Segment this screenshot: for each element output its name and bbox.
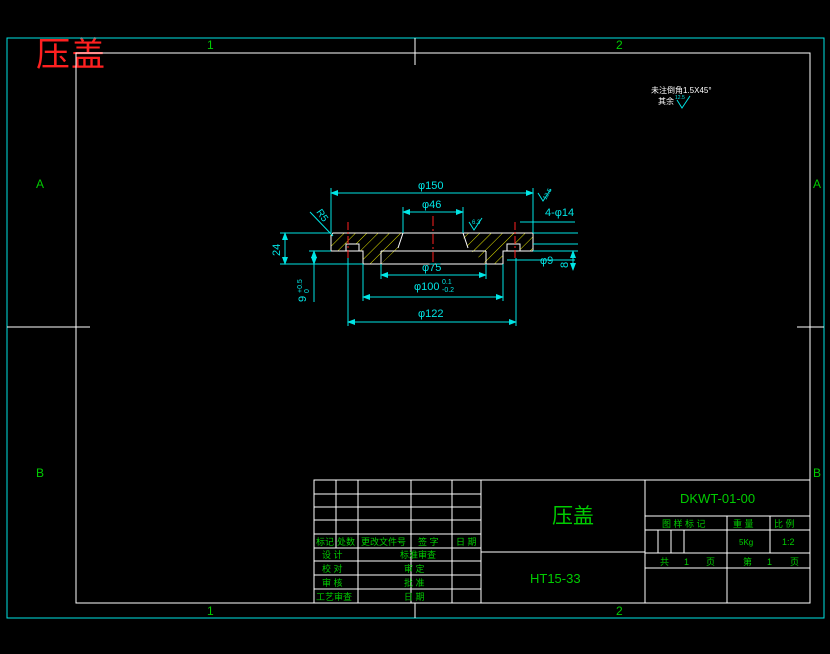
dim-text-d100-tol-lower: -0.2 xyxy=(442,287,454,294)
note-roughness-value: 12.5 xyxy=(675,95,685,101)
dim-text-h24: 24 xyxy=(271,244,283,256)
bolt-hole-right xyxy=(506,243,521,252)
tb-row-ratify: 批 准 xyxy=(404,577,425,588)
zone-label-bottom-2: 2 xyxy=(616,604,623,618)
zone-label-bottom-1: 1 xyxy=(207,604,214,618)
roughness-symbol-icon xyxy=(676,95,691,109)
tb-scale: 1:2 xyxy=(782,537,795,547)
note-remaining: 其余 xyxy=(658,96,674,106)
dim-text-d100: φ100 xyxy=(414,281,440,293)
tb-row-design: 设 计 xyxy=(322,549,343,560)
roughness-mark-bore-icon xyxy=(468,217,483,231)
tb-col-count: 处数 xyxy=(337,536,355,547)
tb-row-review: 审 核 xyxy=(322,577,343,588)
tb-sheet: 1 xyxy=(767,557,772,567)
zone-label-left-a: A xyxy=(36,177,44,191)
note-chamfer: 未注倒角1.5X45° xyxy=(651,85,712,95)
dim-text-surf-a: 12.5 xyxy=(543,187,554,201)
tb-info-scale: 比 例 xyxy=(774,518,795,529)
dimensions xyxy=(280,188,578,326)
tb-total-unit: 页 xyxy=(706,557,715,567)
hatch-right-flange xyxy=(463,233,533,264)
tb-col-change: 更改文件号 xyxy=(361,536,406,547)
technical-notes: 未注倒角1.5X45° 其余 12.5 xyxy=(651,85,712,109)
tb-part-name: 压盖 xyxy=(552,505,594,528)
dim-text-r5: R5 xyxy=(314,207,331,224)
bolt-hole-left xyxy=(345,243,360,252)
zone-label-right-b: B xyxy=(813,466,821,480)
title-block xyxy=(313,479,811,604)
tb-weight: 5Kg xyxy=(739,538,753,547)
zone-label-right-a: A xyxy=(813,177,821,191)
tb-total: 1 xyxy=(684,557,689,567)
title-block-border xyxy=(313,479,811,604)
tb-info-weight: 重 量 xyxy=(733,518,754,529)
section-view xyxy=(330,216,534,270)
tb-material: HT15-33 xyxy=(530,571,581,586)
tb-row-process: 工艺审查 xyxy=(316,591,352,602)
dim-text-d100-tol-upper: 0.1 xyxy=(442,279,452,286)
dim-text-d75: φ75 xyxy=(422,262,441,274)
tb-col-sign: 签 字 xyxy=(418,536,439,547)
dimension-texts: φ150 φ46 φ75 φ100 0.1 -0.2 φ122 4-φ14 φ9… xyxy=(271,180,574,320)
outer-border xyxy=(6,37,825,619)
hatch-left-flange xyxy=(330,233,403,264)
tb-total-label: 共 xyxy=(660,557,669,567)
part-outline xyxy=(330,232,534,265)
tb-info-mark: 图 样 标 记 xyxy=(662,518,706,529)
tb-col-mark: 标记 xyxy=(316,536,334,547)
tb-col-date: 日 期 xyxy=(456,537,477,547)
dim-text-h9: 9 xyxy=(297,296,309,302)
dim-text-d46: φ46 xyxy=(422,199,441,211)
leader-r5 xyxy=(309,211,334,237)
zone-label-top-1: 1 xyxy=(207,38,214,52)
bore-top-right xyxy=(462,232,469,249)
dim-text-d9: φ9 xyxy=(540,255,553,267)
dim-text-h9-tol-lower: 0 xyxy=(304,289,311,293)
dim-text-holes: 4-φ14 xyxy=(545,207,574,219)
roughness-mark-top-icon xyxy=(537,188,552,202)
tb-row-approve: 审 定 xyxy=(404,563,425,574)
dim-text-surf-b: 6.3 xyxy=(472,220,481,226)
tb-row-check: 校 对 xyxy=(322,563,343,574)
zone-label-top-2: 2 xyxy=(616,38,623,52)
dim-text-h8: 8 xyxy=(559,262,571,268)
sheet-frame: 1 2 1 2 A B A B xyxy=(6,37,825,619)
dim-text-d150: φ150 xyxy=(418,180,444,192)
tb-row-date: 日 期 xyxy=(404,592,425,602)
tb-row-std: 标准审查 xyxy=(400,549,436,560)
tb-sheet-label: 第 xyxy=(743,556,752,567)
tb-sheet-unit: 页 xyxy=(790,557,799,567)
dim-text-h9-tol-upper: +0.5 xyxy=(297,279,304,293)
title-block-texts: 压盖 HT15-33 DKWT-01-00 标记 处数 更改文件号 签 字 日 … xyxy=(316,491,799,602)
bore-top-left xyxy=(397,232,404,249)
zone-label-left-b: B xyxy=(36,466,44,480)
sheet-title: 压盖 xyxy=(36,35,106,75)
tb-drawing-no: DKWT-01-00 xyxy=(680,491,755,506)
dim-text-d122: φ122 xyxy=(418,308,444,320)
